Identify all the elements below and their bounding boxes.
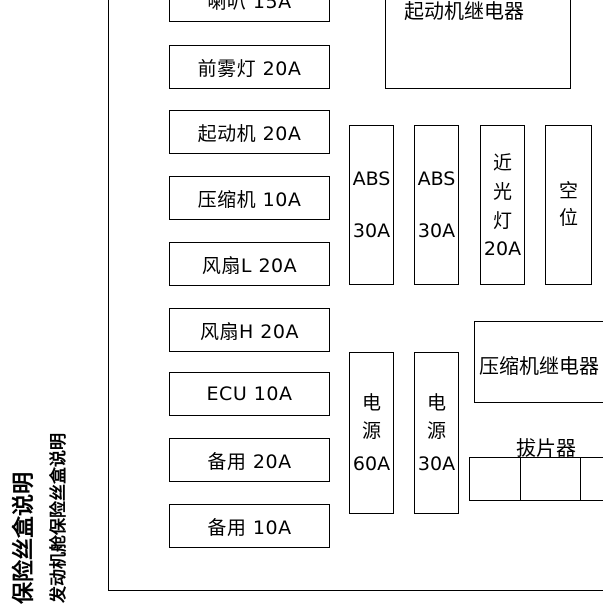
- fuse-label: 喇叭 15A: [207, 0, 292, 13]
- fuse-box-outline: [108, 0, 603, 591]
- fuse-name: ABS: [417, 168, 456, 190]
- compressor-relay: 压缩机继电器: [474, 321, 603, 403]
- fuse-front-fog-light: 前雾灯 20A: [169, 45, 330, 89]
- fuse-empty-slot: 空位: [545, 125, 592, 285]
- fuse-rating: 30A: [417, 220, 456, 242]
- fuse-abs-1: ABS 30A: [349, 125, 394, 285]
- fuse-label: 压缩机 10A: [197, 188, 302, 211]
- fuse-ecu: ECU 10A: [169, 372, 330, 416]
- puller-divider: [580, 458, 581, 500]
- main-title: 保险丝盒说明: [12, 471, 37, 604]
- fuse-low-beam: 近光灯 20A: [480, 125, 525, 285]
- fuse-fan-high: 风扇H 20A: [169, 308, 330, 352]
- fuse-label: 备用 20A: [207, 450, 292, 473]
- fuse-starter: 起动机 20A: [169, 110, 330, 154]
- fuse-name: 近光灯: [492, 151, 512, 232]
- fuse-power-30a: 电源 30A: [414, 352, 459, 514]
- fuse-name: 电源: [361, 392, 381, 442]
- fuse-horn: 喇叭 15A: [169, 0, 330, 22]
- fuse-spare-10a: 备用 10A: [169, 504, 330, 548]
- fuse-spare-20a: 备用 20A: [169, 438, 330, 482]
- fuse-puller-label: 拔片器: [516, 436, 576, 460]
- fuse-power-60a: 电源 60A: [349, 352, 394, 514]
- fuse-name: ABS: [352, 168, 391, 190]
- fuse-rating: 30A: [352, 220, 391, 242]
- fuse-label: ECU 10A: [206, 383, 293, 405]
- fuse-label: 起动机 20A: [197, 122, 302, 145]
- starter-relay: 起动机继电器: [385, 0, 571, 89]
- fuse-fan-low: 风扇L 20A: [169, 242, 330, 286]
- puller-divider: [520, 458, 521, 500]
- relay-label: 起动机继电器: [404, 0, 524, 23]
- subtitle: 发动机舱保险丝盒说明: [49, 433, 69, 603]
- fuse-label: 风扇L 20A: [201, 254, 298, 277]
- fuse-rating: 30A: [417, 453, 456, 475]
- fuse-abs-2: ABS 30A: [414, 125, 459, 285]
- fuse-compressor: 压缩机 10A: [169, 176, 330, 220]
- fuse-label: 备用 10A: [207, 516, 292, 539]
- fuse-name: 空位: [558, 180, 578, 229]
- fuse-label: 风扇H 20A: [199, 320, 299, 343]
- fuse-name: 电源: [426, 392, 446, 442]
- fuse-rating: 60A: [352, 453, 391, 475]
- relay-label: 压缩机继电器: [479, 354, 599, 378]
- fuse-label: 前雾灯 20A: [197, 57, 302, 80]
- fuse-puller: [469, 457, 603, 501]
- fuse-rating: 20A: [483, 237, 522, 260]
